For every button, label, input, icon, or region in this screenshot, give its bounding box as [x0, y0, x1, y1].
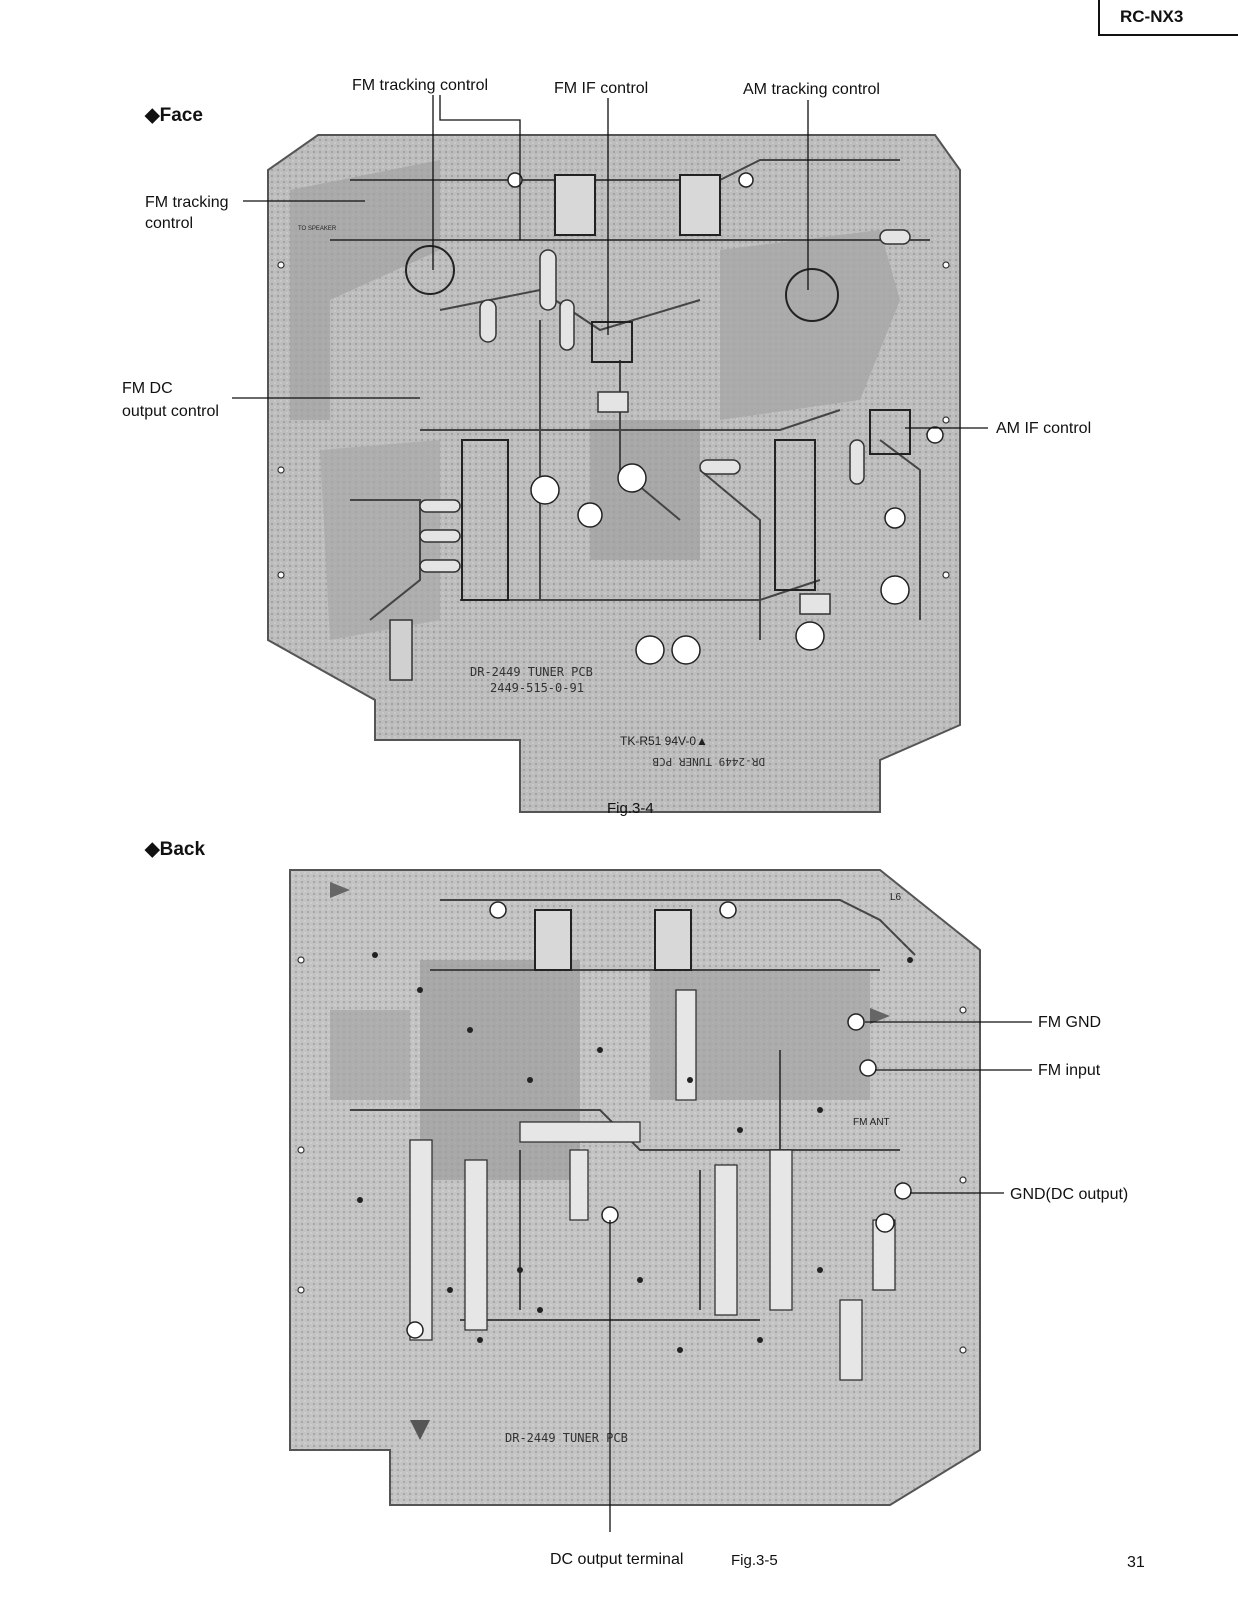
- label-fm-dc-1: FM DC: [122, 380, 173, 397]
- label-fm-tracking-left-2: control: [145, 215, 194, 232]
- label-fm-gnd: FM GND: [1038, 1014, 1102, 1031]
- label-gnd-dc-output: GND(DC output): [1010, 1186, 1129, 1203]
- face-to-speaker-text: TO SPEAKER: [298, 226, 337, 232]
- face-mirrored-text: DR-2449 TUNER PCB: [652, 755, 765, 768]
- figure-caption-face: Fig.3-4: [607, 800, 654, 817]
- label-fm-tracking-left-1: FM tracking: [145, 194, 229, 211]
- label-fm-tracking-top: FM tracking control: [352, 77, 489, 94]
- model-title: RC-NX3: [1120, 7, 1184, 26]
- figure-caption-back: Fig.3-5: [731, 1552, 778, 1569]
- section-face-title: ◆Face: [145, 105, 203, 126]
- face-pcb-drawing: DR-2449 TUNER PCB 2449-515-0-91 TK-R51 9…: [232, 95, 988, 813]
- label-fm-input: FM input: [1038, 1062, 1101, 1079]
- face-tk-text: TK-R51 94V-0▲: [620, 734, 708, 748]
- back-pcb-name: DR-2449 TUNER PCB: [505, 1431, 628, 1445]
- face-pcb-name: DR-2449 TUNER PCB: [470, 665, 593, 679]
- page-number: 31: [1127, 1554, 1145, 1571]
- back-fm-ant-text: FM ANT: [853, 1117, 890, 1128]
- back-l6-text: L6: [890, 892, 902, 903]
- label-fm-dc-2: output control: [122, 403, 219, 420]
- label-fm-if-control: FM IF control: [554, 80, 649, 97]
- label-dc-output-terminal: DC output terminal: [550, 1551, 684, 1568]
- back-pcb-drawing: DR-2449 TUNER PCB FM ANT L6: [289, 869, 1032, 1532]
- label-am-if-control: AM IF control: [996, 420, 1092, 437]
- label-am-tracking-control: AM tracking control: [743, 81, 880, 98]
- face-pcb-code: 2449-515-0-91: [490, 681, 584, 695]
- header-box: [1098, 0, 1238, 36]
- section-back-title: ◆Back: [145, 839, 206, 860]
